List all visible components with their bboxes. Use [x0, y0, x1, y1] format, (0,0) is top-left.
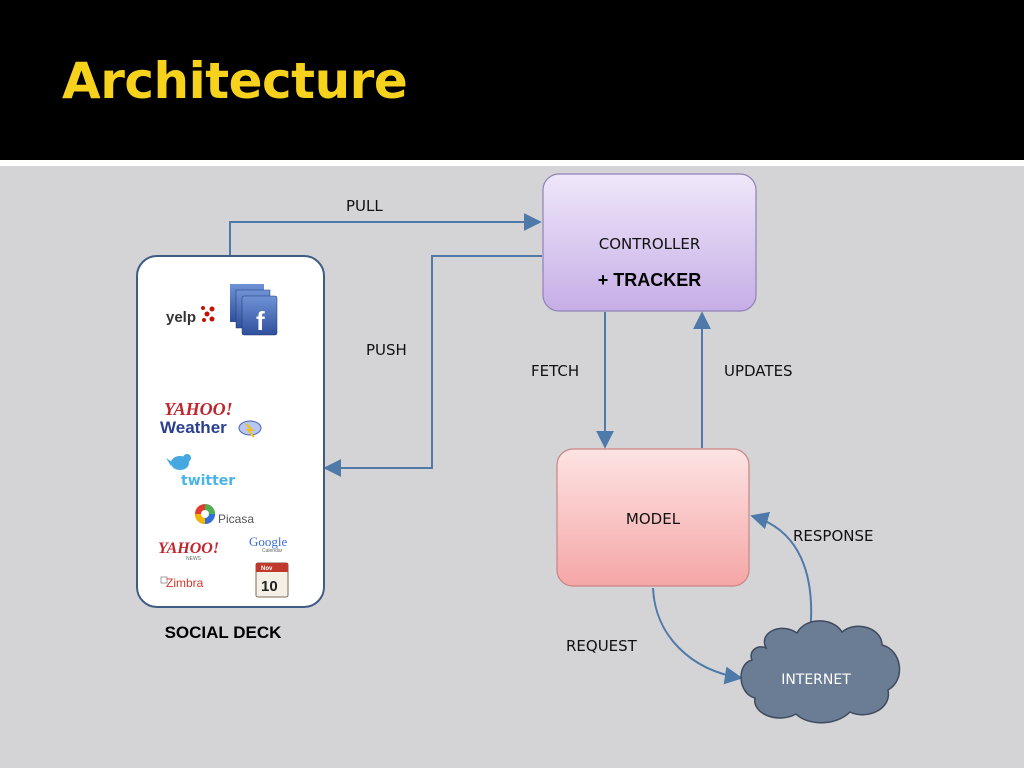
svg-text:YAHOO!: YAHOO! — [164, 399, 233, 419]
svg-text:Picasa: Picasa — [218, 512, 254, 526]
social-deck-caption: SOCIAL DECK — [165, 623, 283, 642]
tracker-label: + TRACKER — [598, 270, 702, 290]
social-deck-panel — [136, 255, 325, 608]
svg-text:Calendar: Calendar — [262, 548, 283, 554]
push-label: PUSH — [366, 341, 407, 359]
response-arrow — [750, 511, 813, 636]
fetch-label: FETCH — [531, 362, 579, 380]
calendar-icon: Nov 10 — [255, 562, 289, 598]
svg-text:YAHOO!: YAHOO! — [158, 540, 219, 557]
controller-box — [542, 173, 757, 312]
slide-title: Architecture — [62, 52, 408, 110]
model-label: MODEL — [626, 510, 681, 528]
yelp-logo: yelp — [166, 306, 215, 326]
updates-label: UPDATES — [724, 362, 793, 380]
svg-text:Zimbra: Zimbra — [166, 576, 204, 590]
model-box — [556, 448, 750, 587]
yahoo-weather-logo: YAHOO! Weather — [160, 399, 262, 438]
title-bar — [0, 0, 1024, 160]
svg-text:twitter: twitter — [181, 473, 235, 489]
internet-cloud: INTERNET — [740, 620, 901, 724]
google-calendar-logo: Google Calendar — [249, 534, 288, 554]
title-divider — [0, 160, 1024, 166]
yahoo-news-logo: YAHOO! NEWS — [158, 540, 219, 562]
controller-label: CONTROLLER — [599, 235, 701, 253]
svg-text:Google: Google — [249, 534, 288, 549]
svg-text:Nov: Nov — [261, 566, 273, 572]
zimbra-logo: Zimbra — [160, 576, 204, 590]
svg-text:NEWS: NEWS — [186, 556, 202, 562]
request-arrow — [652, 587, 743, 685]
svg-text:Weather: Weather — [160, 418, 227, 437]
internet-label: INTERNET — [781, 672, 851, 688]
response-label: RESPONSE — [793, 527, 874, 545]
pull-label: PULL — [346, 197, 383, 215]
pull-arrow — [229, 213, 542, 255]
facebook-logo: f — [230, 284, 278, 336]
svg-text:yelp: yelp — [166, 309, 196, 326]
svg-text:10: 10 — [261, 578, 278, 595]
request-label: REQUEST — [566, 637, 638, 655]
twitter-logo: twitter — [166, 454, 235, 489]
svg-text:f: f — [256, 306, 265, 336]
push-arrow — [323, 255, 542, 477]
picasa-logo: Picasa — [195, 504, 254, 526]
